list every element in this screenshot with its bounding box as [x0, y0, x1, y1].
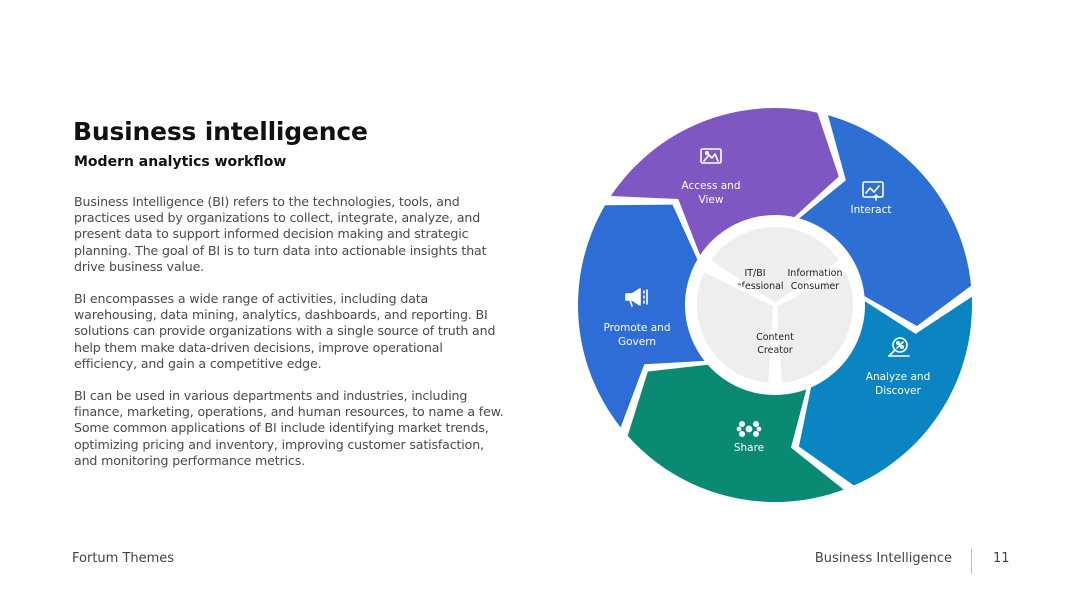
cycle-segment [610, 108, 839, 256]
cycle-segment [577, 204, 705, 428]
cycle-segment [799, 115, 972, 326]
core-sector [773, 267, 857, 387]
paragraph: Business Intelligence (BI) refers to the… [74, 194, 487, 274]
megaphone-icon [625, 288, 648, 307]
footer-section-title: Business Intelligence [814, 551, 952, 566]
core-sector [693, 267, 777, 387]
slide-title: Business intelligence [73, 117, 368, 146]
image-icon [700, 148, 722, 164]
paragraph: BI can be used in various departments an… [74, 388, 504, 468]
slide-subtitle: Modern analytics workflow [74, 154, 287, 170]
page-number: 11 [993, 551, 1010, 566]
cycle-segment [627, 364, 844, 502]
cycle-segment-label: Share [734, 442, 764, 454]
paragraph: BI encompasses a wide range of activitie… [74, 291, 496, 371]
cycle-segment-label: Interact [851, 204, 892, 216]
footer-divider [971, 549, 972, 574]
body-text: Business Intelligence (BI) refers to the… [74, 194, 504, 485]
footer-brand: Fortum Themes [72, 551, 175, 566]
analyze-icon [888, 337, 910, 357]
core-sector [706, 223, 844, 307]
chart-interact-icon [862, 181, 884, 201]
share-network-icon [736, 421, 762, 438]
cycle-segment [798, 296, 973, 486]
